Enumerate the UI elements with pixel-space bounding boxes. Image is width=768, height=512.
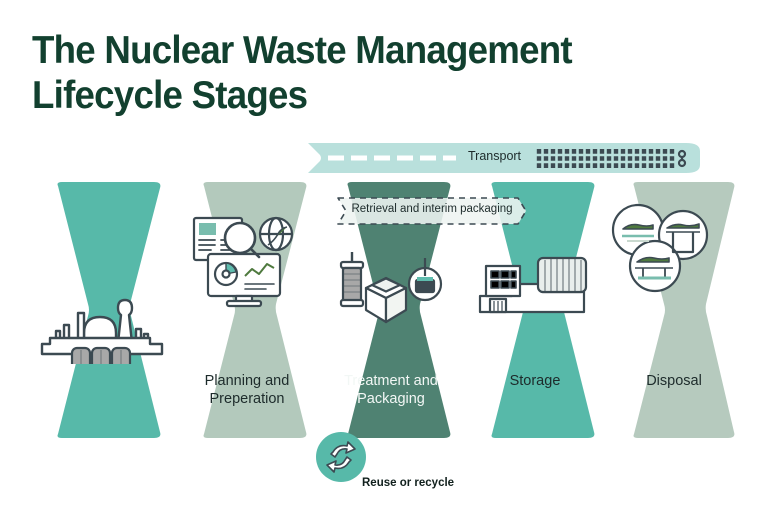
stage-label-treatment: Treatment and Packaging (344, 373, 438, 407)
transport-banner[interactable]: Transport (308, 143, 700, 173)
reuse-recycle-badge[interactable]: Reuse or recycle (316, 432, 496, 492)
waste-packaging-icon (328, 250, 448, 330)
retrieval-banner-shape (337, 197, 527, 225)
transport-label: Transport (468, 149, 522, 163)
stage-label-planning: Planning and Preperation (204, 373, 290, 407)
stage-disposal[interactable]: Disposal (602, 182, 746, 438)
page-title: The Nuclear Waste Management Lifecycle S… (32, 29, 573, 117)
geological-repository-icon (605, 202, 717, 294)
reuse-recycle-label: Reuse or recycle (362, 477, 455, 489)
storage-facility-icon (472, 252, 592, 330)
stage-planning[interactable]: Planning and Preperation (172, 182, 322, 438)
recycle-arrows-icon (316, 432, 366, 482)
stage-label-disposal: Disposal (646, 373, 702, 389)
stage-generation[interactable] (26, 182, 176, 438)
stage-label-storage: Storage (509, 373, 561, 389)
stage-storage[interactable]: Storage (460, 182, 610, 438)
dashed-route-icon (328, 155, 456, 161)
nuclear-power-plant-icon (34, 292, 174, 376)
railway-track-icon (536, 149, 687, 168)
retrieval-banner[interactable]: Retrieval and interim packaging (334, 196, 530, 226)
planning-analysis-icon (188, 212, 298, 308)
lifecycle-stages: Planning and Preperation (0, 182, 768, 438)
retrieval-label: Retrieval and interim packaging (351, 203, 513, 215)
stage-treatment[interactable]: Treatment and Packaging (316, 182, 466, 438)
stage-chevron-shape (57, 182, 161, 438)
